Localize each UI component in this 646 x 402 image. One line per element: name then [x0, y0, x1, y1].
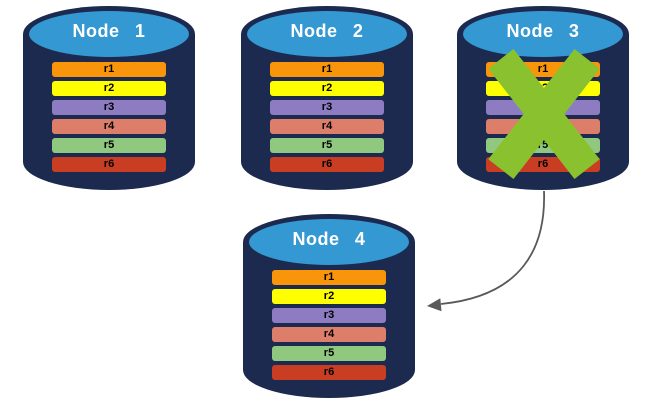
row-r5: r5	[272, 346, 386, 361]
row-r1: r1	[272, 270, 386, 285]
row-r4: r4	[272, 327, 386, 342]
database-cylinder-icon	[243, 214, 415, 398]
node-4-title: Node 4	[292, 229, 366, 249]
row-r5: r5	[52, 138, 166, 153]
row-r1: r1	[52, 62, 166, 77]
row-r3: r3	[272, 308, 386, 323]
node-2-title: Node 2	[290, 21, 364, 41]
node-4-rows: r1 r2 r3 r4 r5 r6	[272, 270, 386, 380]
node-3-title: Node 3	[506, 21, 580, 41]
node-4: Node 4 r1 r2 r3 r4 r5 r6	[242, 212, 416, 400]
row-r3: r3	[52, 100, 166, 115]
node-2-rows: r1 r2 r3 r4 r5 r6	[270, 62, 384, 172]
row-r3: r3	[270, 100, 384, 115]
row-r2: r2	[52, 81, 166, 96]
row-r4: r4	[52, 119, 166, 134]
row-r5: r5	[270, 138, 384, 153]
node-1-rows: r1 r2 r3 r4 r5 r6	[52, 62, 166, 172]
row-r2: r2	[272, 289, 386, 304]
row-r6: r6	[272, 365, 386, 380]
node-1: Node 1 r1 r2 r3 r4 r5 r6	[22, 4, 196, 192]
row-r1: r1	[270, 62, 384, 77]
failure-x-icon	[488, 48, 600, 180]
row-r6: r6	[270, 157, 384, 172]
row-r6: r6	[52, 157, 166, 172]
row-r2: r2	[270, 81, 384, 96]
database-cylinder-icon	[23, 6, 195, 190]
row-r4: r4	[270, 119, 384, 134]
node-2: Node 2 r1 r2 r3 r4 r5 r6	[240, 4, 414, 192]
node-1-title: Node 1	[72, 21, 146, 41]
